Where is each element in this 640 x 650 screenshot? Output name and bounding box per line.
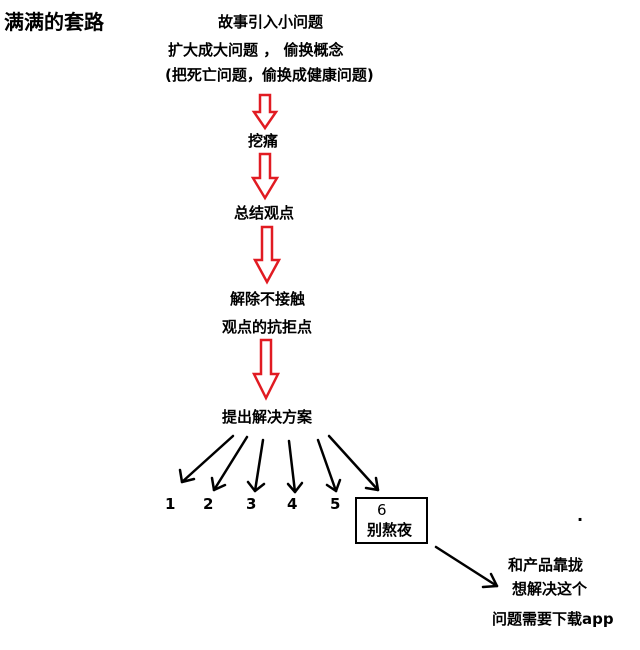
option-1: 1	[165, 495, 176, 513]
red-arrow-3	[252, 225, 282, 285]
intro-line-2: 扩大成大问题 ， 偷换概念	[168, 41, 344, 59]
step-objection-1: 解除不接触	[230, 290, 306, 308]
black-arrow-2	[210, 435, 249, 492]
option-5: 5	[330, 495, 341, 513]
intro-line-1: 故事引入小问题	[218, 13, 324, 31]
red-arrow-1	[251, 93, 279, 131]
conclusion-line-3: 问题需要下载app	[492, 610, 614, 628]
conclusion-line-1: 和产品靠拢	[508, 556, 584, 574]
black-arrow-5	[316, 438, 342, 493]
option-4: 4	[287, 495, 298, 513]
red-arrow-4	[251, 338, 281, 401]
black-arrow-conclusion	[434, 545, 499, 589]
option-6-number: 6	[377, 501, 387, 519]
step-solution: 提出解决方案	[222, 408, 313, 426]
step-pain: 挖痛	[248, 132, 279, 150]
option-6-label: 别熬夜	[367, 521, 413, 539]
intro-line-3: (把死亡问题，偷换成健康问题)	[165, 66, 374, 84]
stray-dot: .	[577, 506, 584, 525]
option-6-box: 6 别熬夜	[355, 497, 428, 544]
step-summary: 总结观点	[234, 204, 295, 222]
black-arrow-6	[327, 434, 380, 492]
step-objection-2: 观点的抗拒点	[222, 318, 313, 336]
option-3: 3	[246, 495, 257, 513]
black-arrow-3	[246, 438, 266, 493]
black-arrow-1	[178, 434, 235, 484]
conclusion-line-2: 想解决这个	[512, 580, 588, 598]
red-arrow-2	[250, 152, 280, 201]
option-2: 2	[203, 495, 214, 513]
black-arrow-4	[286, 439, 304, 494]
diagram-title: 满满的套路	[4, 10, 104, 34]
